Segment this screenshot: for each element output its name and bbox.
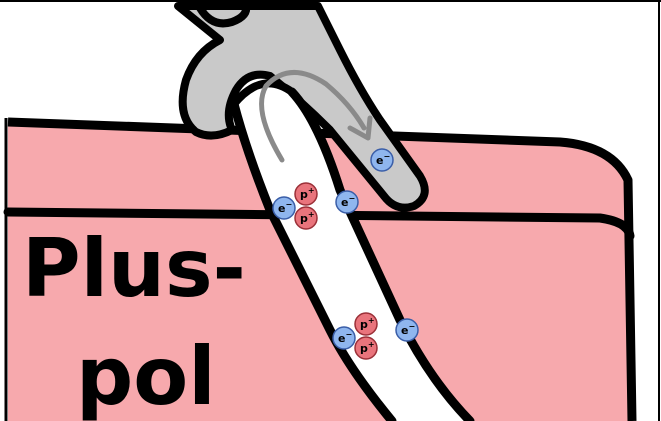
electron: e−: [396, 319, 418, 341]
electron: e−: [371, 149, 393, 171]
proton: p+: [355, 313, 377, 335]
electron: e−: [333, 327, 355, 349]
proton: p+: [355, 337, 377, 359]
proton: p+: [295, 207, 317, 229]
electron: e−: [273, 197, 295, 219]
label-line-1: Plus-: [22, 222, 246, 315]
label-line-2: pol: [76, 330, 216, 421]
proton: p+: [295, 183, 317, 205]
electron: e−: [336, 191, 358, 213]
